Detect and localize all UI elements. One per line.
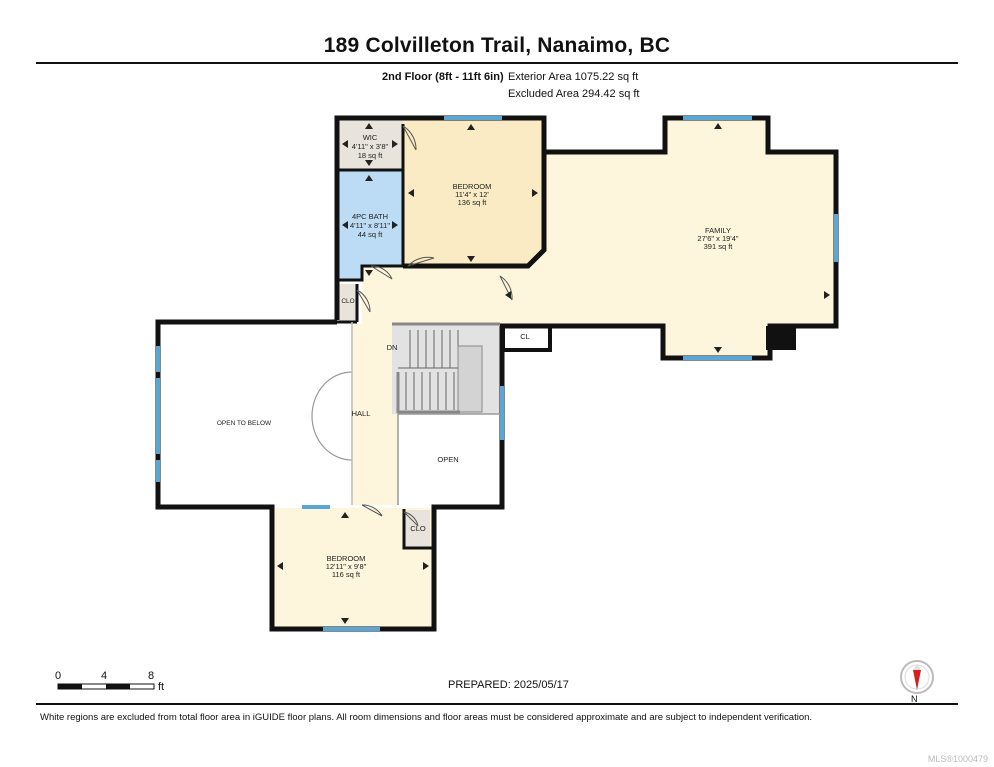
scale-bar — [57, 683, 155, 690]
bath-dims: 4'11" x 8'11" — [350, 221, 390, 230]
floor-label: 2nd Floor (8ft - 11ft 6in) — [382, 71, 504, 83]
stairs — [392, 322, 500, 414]
open-to-below-label: OPEN TO BELOW — [217, 420, 272, 427]
bedroom-bottom-area: 116 sq ft — [332, 570, 361, 579]
room-fills — [272, 120, 834, 627]
clo-upper-label: CLO — [341, 298, 354, 305]
scale-tick-4: 4 — [101, 670, 108, 682]
family-fill — [500, 120, 834, 356]
scale-unit: ft — [158, 681, 165, 693]
mls-watermark: MLS®1000479 — [927, 754, 988, 764]
family-area: 391 sq ft — [704, 242, 734, 251]
compass-label: N — [911, 694, 918, 704]
dimension-arrows — [277, 123, 830, 624]
windows — [156, 116, 838, 631]
wic-dims: 4'11" x 3'8" — [352, 142, 389, 151]
stairs-label: DN — [387, 343, 398, 352]
bedroom-bottom-fill — [272, 508, 432, 627]
exterior-area: Exterior Area 1075.22 sq ft — [508, 71, 639, 83]
wic-area: 18 sq ft — [358, 151, 384, 160]
open-label: OPEN — [437, 455, 458, 464]
bath-name: 4PC BATH — [352, 212, 388, 221]
wic-name: WIC — [363, 133, 378, 142]
hall-fill — [352, 266, 500, 505]
bedroom-top-area: 136 sq ft — [458, 198, 488, 207]
clo-upper-fill — [339, 284, 357, 322]
bedroom-top-fill — [403, 120, 542, 266]
compass-icon — [900, 660, 934, 694]
family-dims: 27'6" x 19'4" — [697, 234, 738, 243]
scale-tick-0: 0 — [55, 670, 62, 682]
bedroom-bottom-dims: 12'11" x 9'8" — [326, 562, 367, 571]
bedroom-bottom-name: BEDROOM — [327, 554, 366, 563]
family-name: FAMILY — [705, 226, 731, 235]
doors — [356, 125, 513, 527]
page-title: 189 Colvilleton Trail, Nanaimo, BC — [323, 34, 671, 57]
bedroom-top-dims: 11'4" x 12' — [455, 190, 489, 199]
cl-label: CL — [520, 332, 530, 341]
bath-area: 44 sq ft — [358, 230, 384, 239]
excluded-area: Excluded Area 294.42 sq ft — [508, 88, 640, 100]
room-labels: WIC 4'11" x 3'8" 18 sq ft BEDROOM 11'4" … — [217, 133, 739, 579]
bedroom-top-name: BEDROOM — [453, 182, 492, 191]
hall-arc — [311, 371, 353, 461]
hall-label: HALL — [352, 409, 371, 418]
prepared-date: PREPARED: 2025/05/17 — [448, 679, 569, 691]
header-divider — [36, 62, 958, 64]
clo-lower-label: CLO — [410, 524, 426, 533]
disclaimer: White regions are excluded from total fl… — [40, 712, 813, 723]
scale-tick-8: 8 — [148, 670, 155, 682]
